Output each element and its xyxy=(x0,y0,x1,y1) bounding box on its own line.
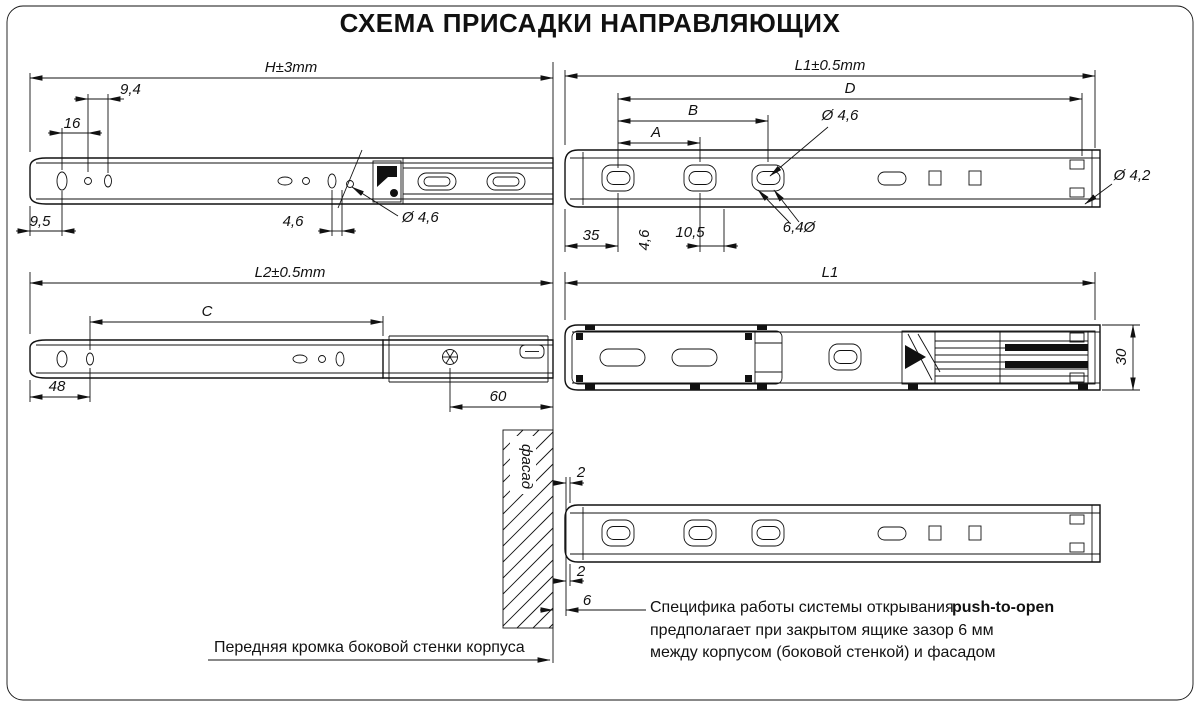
dimension-9-5: 9,5 xyxy=(16,191,76,236)
dimension-d: D xyxy=(617,80,1083,168)
push-to-open-note: Специфика работы системы открывания push… xyxy=(650,599,1054,661)
dimension-6: 6 xyxy=(540,592,646,613)
dimension-a: A xyxy=(617,124,701,162)
dimension-10-5: 10,5 xyxy=(675,193,738,252)
front-edge-label: Передняя кромка боковой стенки корпуса xyxy=(214,639,525,656)
dimension-l2: L2±0.5mm xyxy=(29,264,554,334)
note-line1-bold: push-to-open xyxy=(952,599,1054,616)
top-right-view: L1±0.5mm D B A Ø 4,6 35 4,6 10,5 xyxy=(564,57,1151,252)
dimension-9-4: 9,4 xyxy=(74,81,141,173)
dim-d-label: D xyxy=(845,80,856,97)
dimension-30: 30 xyxy=(1102,324,1140,391)
dimension-h: H±3mm xyxy=(29,59,554,152)
dimension-35: 35 xyxy=(564,193,619,252)
dimension-l1-top: L1±0.5mm xyxy=(564,57,1096,148)
facade-label-backing xyxy=(510,436,536,494)
dim-9-4-label: 9,4 xyxy=(120,81,141,98)
slide-rail-l2-drawing xyxy=(29,335,554,383)
dim-30-label: 30 xyxy=(1113,348,1130,365)
dimension-dia-4-6: Ø 4,6 xyxy=(337,149,439,226)
dimension-2-bottom: 2 xyxy=(553,563,586,586)
push-to-open-mechanism xyxy=(901,330,1096,385)
star-adjustment-feature xyxy=(442,349,458,365)
dimension-4-6-vertical: 4,6 xyxy=(636,229,653,251)
dim-a-label: A xyxy=(650,124,661,141)
note-line3: между корпусом (боковой стенкой) и фасад… xyxy=(650,644,996,661)
dim-2-top-label: 2 xyxy=(576,464,586,481)
dim-dia-4-6-right-label: Ø 4,6 xyxy=(821,107,859,124)
dimension-dia-4-6-right: Ø 4,6 xyxy=(769,107,859,177)
bottom-view: фасад 2 2 6 xyxy=(502,429,1101,629)
dim-b-label: B xyxy=(688,102,698,119)
cabinet-member-rail-drawing xyxy=(564,149,1101,208)
facade-panel: фасад xyxy=(502,429,554,629)
dim-2-bottom-label: 2 xyxy=(576,563,586,580)
dimension-2-top: 2 xyxy=(553,464,586,503)
dim-35-label: 35 xyxy=(583,227,600,244)
dim-16-label: 16 xyxy=(64,115,81,132)
bottom-rail-drawing xyxy=(564,504,1101,563)
dim-h-label: H±3mm xyxy=(265,59,317,76)
page-title: СХЕМА ПРИСАДКИ НАПРАВЛЯЮЩИХ xyxy=(340,8,841,38)
dimension-48: 48 xyxy=(29,368,91,402)
front-edge-callout: Передняя кромка боковой стенки корпуса xyxy=(208,639,551,663)
dim-6-label: 6 xyxy=(583,592,592,609)
dim-48-label: 48 xyxy=(49,378,66,395)
dim-c-label: C xyxy=(202,303,213,320)
note-line2: предполагает при закрытом ящике зазор 6 … xyxy=(650,622,994,639)
dim-dia-4-6-label: Ø 4,6 xyxy=(401,209,439,226)
drawer-member-rail-drawing xyxy=(29,157,554,205)
dimension-dia-4-2: Ø 4,2 xyxy=(1084,167,1151,205)
dimension-16: 16 xyxy=(48,115,102,170)
dimension-6-4: 6,4Ø xyxy=(757,189,817,236)
dim-60-label: 60 xyxy=(490,388,507,405)
middle-left-view: L2±0.5mm C 48 60 xyxy=(29,264,554,412)
dim-dia-4-2-label: Ø 4,2 xyxy=(1113,167,1151,184)
note-line1-text: Специфика работы системы открывания xyxy=(650,599,954,616)
page-border xyxy=(6,5,1194,701)
dim-4-6-label: 4,6 xyxy=(283,213,305,230)
dim-l1-middle-label: L1 xyxy=(822,264,839,281)
dim-10-5-label: 10,5 xyxy=(675,224,705,241)
top-left-view: H±3mm 9,4 16 9,5 4,6 Ø 4,6 xyxy=(16,59,554,236)
dim-9-5-label: 9,5 xyxy=(30,213,52,230)
dim-l1-label: L1±0.5mm xyxy=(795,57,866,74)
dim-l2-label: L2±0.5mm xyxy=(255,264,326,281)
dimension-60: 60 xyxy=(449,368,554,412)
dimension-l1-middle: L1 xyxy=(564,264,1096,320)
dimension-c: C xyxy=(89,303,384,350)
dim-4-6-vertical-label: 4,6 xyxy=(636,229,653,251)
dimension-b: B xyxy=(617,102,769,162)
middle-right-view: L1 30 xyxy=(564,264,1140,391)
dim-6-4-label: 6,4Ø xyxy=(783,219,817,236)
dimension-4-6: 4,6 xyxy=(283,190,356,236)
full-slide-assembly-drawing xyxy=(564,324,1101,391)
facade-label: фасад xyxy=(518,444,535,489)
